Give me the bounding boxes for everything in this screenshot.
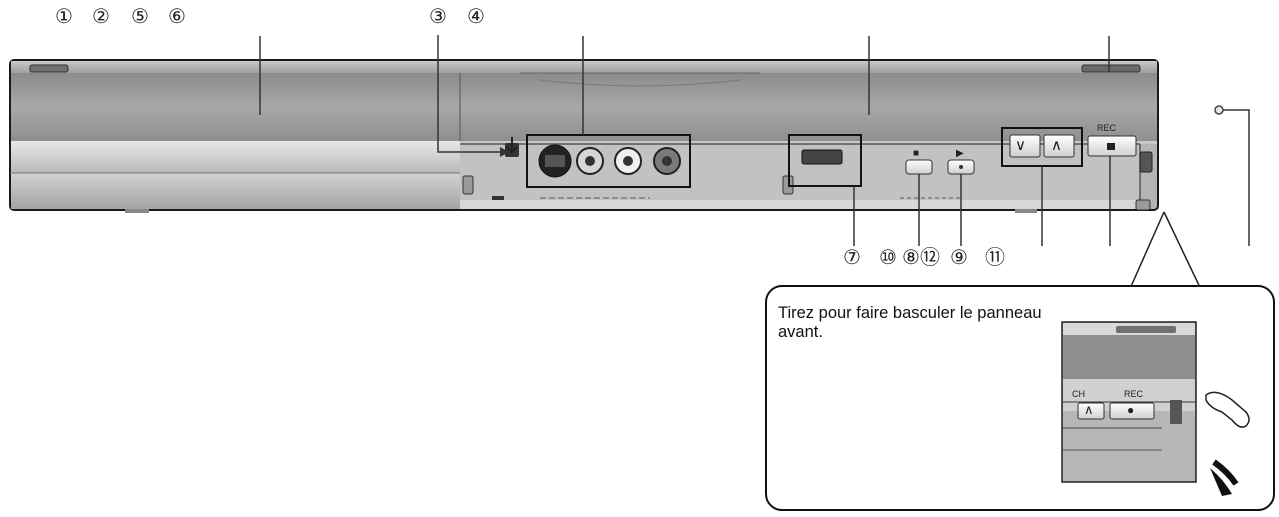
pull-instruction-text: Tirez pour faire basculer le panneau ava…: [778, 304, 1042, 341]
dvd-recorder-body: [9, 59, 1159, 213]
channel-up-symbol: ∧: [1051, 137, 1062, 154]
callout-8: ⑧: [902, 245, 920, 269]
callout-10: ⑩: [879, 245, 897, 269]
channel-down-button: [1009, 134, 1041, 158]
callout-12: ⑫: [920, 245, 940, 269]
channel-up-button: [1043, 134, 1075, 158]
callout-4: ④: [467, 4, 485, 28]
channel-down-symbol: ∨: [1015, 137, 1026, 154]
callout-7: ⑦: [843, 245, 861, 269]
inset-ch-label: CH: [1072, 389, 1085, 399]
rec-label: REC: [1097, 123, 1117, 133]
front-panel-inset: [765, 211, 1275, 511]
callout-2: ②: [92, 4, 110, 28]
stop-button[interactable]: [905, 159, 933, 175]
leader-lines: [259, 35, 1250, 246]
callout-1: ①: [55, 4, 73, 28]
callout-5: ⑤: [131, 4, 149, 28]
dv-input-icon: [505, 137, 519, 157]
play-symbol: ▶: [956, 148, 964, 159]
play-button[interactable]: [947, 159, 975, 175]
inset-rec-label: REC: [1124, 389, 1144, 399]
remote-sensor: [1214, 105, 1224, 115]
callout-9: ⑨: [950, 245, 968, 269]
callout-11: ⑪: [985, 245, 1005, 269]
inset-rec-symbol: ●: [1127, 403, 1135, 417]
usb-port[interactable]: [788, 134, 862, 187]
callout-3: ③: [429, 4, 447, 28]
rec-button[interactable]: [1087, 135, 1137, 157]
callout-6: ⑥: [168, 4, 186, 28]
stop-symbol: ■: [913, 148, 920, 159]
inset-ch-up-symbol: ∧: [1084, 402, 1094, 417]
av-input-terminals[interactable]: [526, 134, 691, 188]
